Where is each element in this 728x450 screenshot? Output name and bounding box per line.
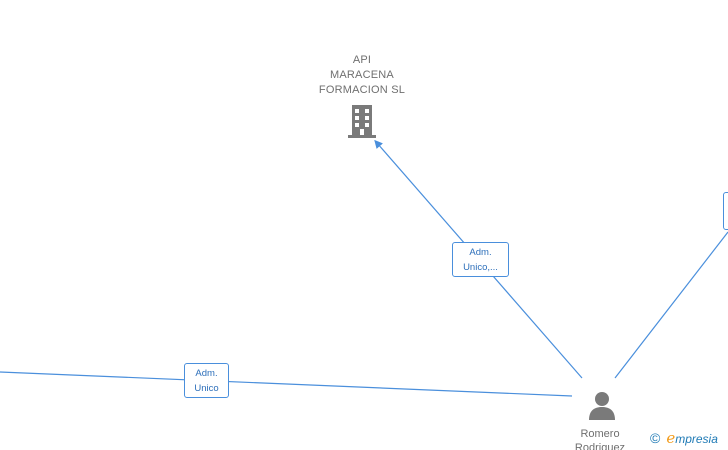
- person-name-line: Romero: [580, 428, 620, 440]
- brand-initial: e: [666, 429, 676, 447]
- offscreen-edge-label[interactable]: [723, 192, 728, 230]
- person-name-line: Rodriguez: [574, 442, 626, 450]
- company-name[interactable]: API MARACENA FORMACION SL: [290, 53, 434, 98]
- company-name-line: API: [352, 54, 372, 66]
- brand-logo[interactable]: © empresia: [650, 429, 718, 449]
- edge-role-label[interactable]: Adm. Unico: [184, 363, 229, 398]
- edge-role-line: Adm.: [469, 247, 492, 258]
- brand-name: mpresia: [675, 432, 718, 446]
- person-name[interactable]: Romero Rodriguez: [560, 427, 640, 450]
- edge-person-to-right: [614, 231, 728, 379]
- person-icon[interactable]: [587, 390, 617, 422]
- company-name-line: FORMACION SL: [318, 84, 406, 96]
- edge-role-line: Unico: [194, 383, 219, 394]
- copyright-icon: ©: [650, 430, 661, 446]
- building-icon[interactable]: [346, 103, 378, 139]
- company-name-line: MARACENA: [330, 69, 394, 81]
- edge-role-line: Adm.: [195, 368, 218, 379]
- edge-role-label[interactable]: Adm. Unico,...: [452, 242, 509, 277]
- edge-role-line: Unico,...: [463, 262, 498, 273]
- edge-left-to-person: [0, 371, 573, 397]
